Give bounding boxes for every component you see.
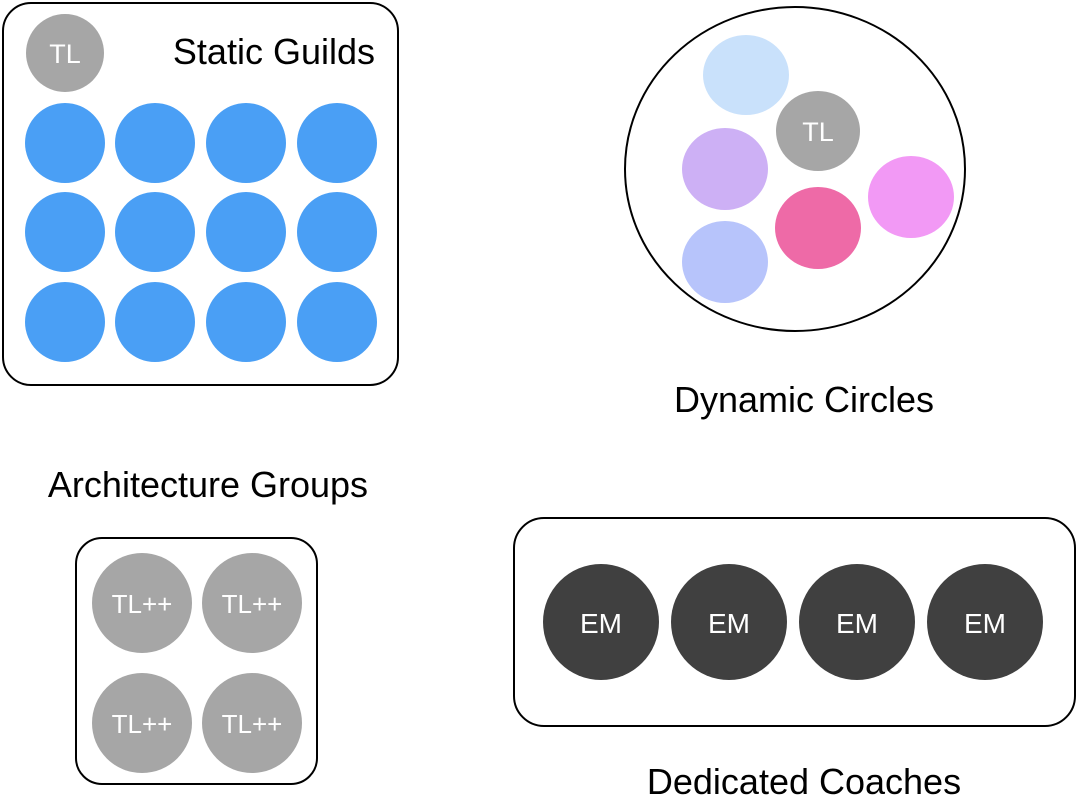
dynamic-circles-group: TL Dynamic Circles (624, 6, 966, 420)
dynamic-circles-member-node (682, 221, 768, 303)
architecture-groups-member-label: TL++ (112, 589, 173, 619)
dynamic-circles-member-node (682, 128, 768, 210)
static-guilds-member-node (206, 192, 286, 272)
dynamic-circles-member-node (703, 35, 789, 115)
static-guilds-member-node (25, 192, 105, 272)
architecture-groups-title: Architecture Groups (48, 464, 368, 505)
static-guilds-member-node (297, 282, 377, 362)
dynamic-circles-members: TL (682, 35, 954, 303)
dynamic-circles-outline (624, 6, 966, 332)
static-guilds-title: Static Guilds (173, 31, 375, 72)
dedicated-coaches-member-node (543, 564, 659, 680)
dedicated-coaches-member-node (799, 564, 915, 680)
dedicated-coaches-member-label: EM (836, 608, 878, 639)
dedicated-coaches-member-label: EM (964, 608, 1006, 639)
dedicated-coaches-member-label: EM (580, 608, 622, 639)
static-guilds-lead-node (26, 14, 104, 92)
static-guilds-member-node (297, 103, 377, 183)
static-guilds-member-node (206, 103, 286, 183)
architecture-groups-member-label: TL++ (222, 709, 283, 739)
architecture-groups-member-label: TL++ (222, 589, 283, 619)
architecture-groups-member-node (202, 673, 302, 773)
architecture-groups-members: TL++ TL++ TL++ TL++ (92, 553, 302, 773)
static-guilds-member-node (297, 192, 377, 272)
architecture-groups-box (75, 537, 318, 785)
static-guilds-member-node (115, 103, 195, 183)
static-guilds-lead-label: TL (49, 39, 81, 69)
dynamic-circles-member-label: TL (802, 117, 834, 147)
architecture-groups-group: Architecture Groups TL++ TL++ TL++ TL++ (48, 464, 368, 785)
dedicated-coaches-member-node (671, 564, 787, 680)
dedicated-coaches-member-node (927, 564, 1043, 680)
static-guilds-member-node (25, 282, 105, 362)
dynamic-circles-member-node (775, 187, 861, 269)
static-guilds-member-node (25, 103, 105, 183)
dedicated-coaches-members: EM EM EM EM (543, 564, 1043, 680)
dynamic-circles-title: Dynamic Circles (674, 379, 934, 420)
static-guilds-box (2, 2, 399, 386)
dedicated-coaches-member-label: EM (708, 608, 750, 639)
static-guilds-member-node (115, 192, 195, 272)
dynamic-circles-member-node (868, 156, 954, 238)
dedicated-coaches-group: EM EM EM EM Dedicated Coaches (513, 517, 1076, 802)
dedicated-coaches-title: Dedicated Coaches (647, 761, 961, 802)
architecture-groups-member-node (92, 673, 192, 773)
static-guilds-members (25, 103, 377, 362)
architecture-groups-member-node (92, 553, 192, 653)
static-guilds-member-node (115, 282, 195, 362)
dedicated-coaches-box (513, 517, 1076, 727)
static-guilds-member-node (206, 282, 286, 362)
architecture-groups-member-label: TL++ (112, 709, 173, 739)
dynamic-circles-member-node (776, 91, 860, 171)
static-guilds-group: Static Guilds TL (2, 2, 399, 386)
architecture-groups-member-node (202, 553, 302, 653)
